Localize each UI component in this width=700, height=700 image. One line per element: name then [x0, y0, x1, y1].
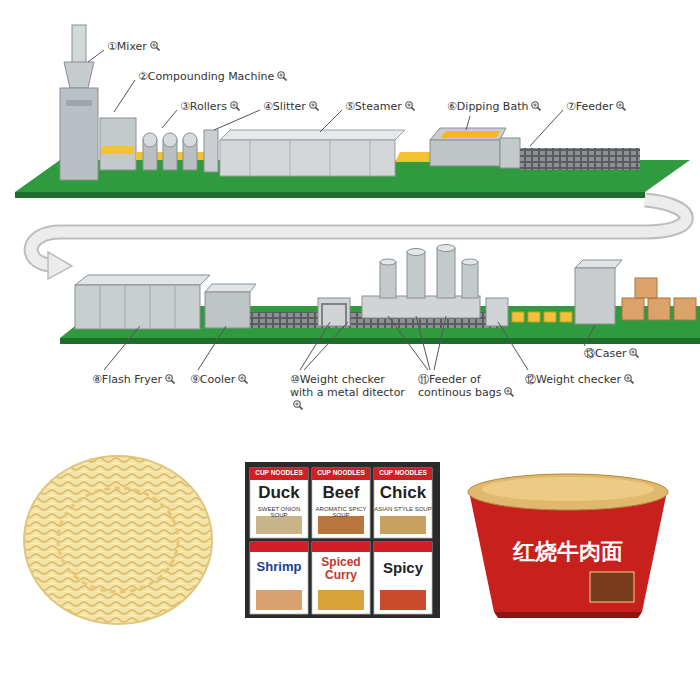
- callout-text: ⑩Weight checker with a metal ditector: [290, 373, 405, 399]
- weight-checker: [486, 298, 508, 326]
- callout-label: ①Mixer: [107, 40, 197, 53]
- callout-text: ⑦Feeder: [566, 100, 613, 113]
- callout-label: ②Compounding Machine: [138, 70, 318, 83]
- caser: [575, 260, 622, 324]
- steamer-machine: [220, 130, 405, 176]
- leader-lines: [88, 50, 595, 370]
- zoom-icon: [504, 387, 514, 397]
- noodle-packets: [512, 312, 572, 322]
- callout-text: ①Mixer: [107, 40, 147, 53]
- conveyor-edge: [15, 192, 645, 198]
- cup-noodles-photo: [245, 462, 440, 618]
- product-text: CUP NOODLES: [317, 469, 365, 476]
- product-text-box: Shrimp: [250, 560, 308, 574]
- product-text: SWEET ONION SOUP: [258, 506, 301, 518]
- feeder-machine: [500, 138, 520, 168]
- product-text-box: CUP NOODLES: [312, 470, 370, 477]
- product-text-box: AROMATIC SPICY SOUP: [312, 506, 370, 519]
- product-text: Spiced Curry: [321, 555, 360, 582]
- product-text: Beef: [323, 483, 360, 502]
- product-text: Chick: [380, 483, 426, 502]
- slitter-machine: [204, 130, 218, 172]
- product-text: ASIAN STYLE SOUP: [374, 506, 431, 512]
- product-text: AROMATIC SPICY SOUP: [316, 506, 367, 518]
- callout-label: ⑩Weight checker with a metal ditector: [290, 373, 410, 413]
- callout-label: ③Rollers: [180, 100, 255, 113]
- product-text: CUP NOODLES: [255, 469, 303, 476]
- zoom-icon: [230, 101, 240, 111]
- flash-fryer: [75, 275, 210, 329]
- product-text-box: SWEET ONION SOUP: [250, 506, 308, 519]
- compounding-machine: [100, 118, 136, 170]
- callout-label: ⑥Dipping Bath: [447, 100, 557, 113]
- product-text-box: CUP NOODLES: [250, 470, 308, 477]
- callout-label: ⑤Steamer: [345, 100, 435, 113]
- zoom-icon: [309, 101, 319, 111]
- zoom-icon: [629, 348, 639, 358]
- cooler: [205, 284, 256, 328]
- callout-text: ④Slitter: [263, 100, 306, 113]
- product-text-box: Beef: [312, 484, 370, 502]
- product-text-box: CUP NOODLES: [374, 470, 432, 477]
- zoom-icon: [150, 41, 160, 51]
- product-text-box: 红烧牛肉面: [480, 540, 656, 563]
- product-text: Shrimp: [257, 559, 302, 574]
- callout-text: ⑧Flash Fryer: [92, 373, 162, 386]
- noodle-cake-photo: [24, 456, 212, 624]
- callout-text: ⑫Weight checker: [525, 373, 621, 386]
- zoom-icon: [405, 101, 415, 111]
- callout-text: ③Rollers: [180, 100, 227, 113]
- dipping-bath: [430, 128, 506, 166]
- callout-text: ⑤Steamer: [345, 100, 402, 113]
- tray-conveyor: [520, 148, 640, 170]
- callout-text: ⑨Cooler: [190, 373, 235, 386]
- zoom-icon: [277, 71, 287, 81]
- return-arrow: [31, 200, 686, 279]
- product-text: CUP NOODLES: [379, 469, 427, 476]
- zoom-icon: [531, 101, 541, 111]
- mixer-machine: [60, 25, 98, 180]
- callout-text: ⑬Caser: [584, 347, 626, 360]
- conveyor-edge: [60, 338, 700, 344]
- callout-label: ④Slitter: [263, 100, 338, 113]
- product-text-box: Spiced Curry: [312, 556, 370, 581]
- zoom-icon: [165, 374, 175, 384]
- callout-label: ⑧Flash Fryer: [92, 373, 202, 386]
- product-text-box: ASIAN STYLE SOUP: [374, 506, 432, 512]
- zoom-icon: [293, 400, 303, 410]
- weight-checker: [318, 298, 350, 326]
- callout-text: ⑥Dipping Bath: [447, 100, 528, 113]
- zoom-icon: [616, 101, 626, 111]
- roller-machines: [136, 133, 208, 170]
- callout-label: ⑨Cooler: [190, 373, 275, 386]
- product-text-box: Spicy: [374, 560, 432, 576]
- callout-label: ⑪Feeder of continous bags: [418, 373, 518, 399]
- callout-text: ②Compounding Machine: [138, 70, 274, 83]
- product-text: 红烧牛肉面: [513, 539, 623, 564]
- zoom-icon: [624, 374, 634, 384]
- product-text: Duck: [258, 483, 300, 502]
- product-text-box: Chick: [374, 484, 432, 502]
- callout-label: ⑫Weight checker: [525, 373, 655, 386]
- zoom-icon: [238, 374, 248, 384]
- callout-label: ⑬Caser: [584, 347, 664, 360]
- bowl-noodle-photo: [468, 474, 668, 618]
- product-text-box: Duck: [250, 484, 308, 502]
- bag-feeders: [362, 245, 480, 319]
- callout-label: ⑦Feeder: [566, 100, 646, 113]
- cartons: [622, 278, 696, 320]
- product-text: Spicy: [383, 559, 423, 576]
- callout-text: ⑪Feeder of continous bags: [418, 373, 501, 399]
